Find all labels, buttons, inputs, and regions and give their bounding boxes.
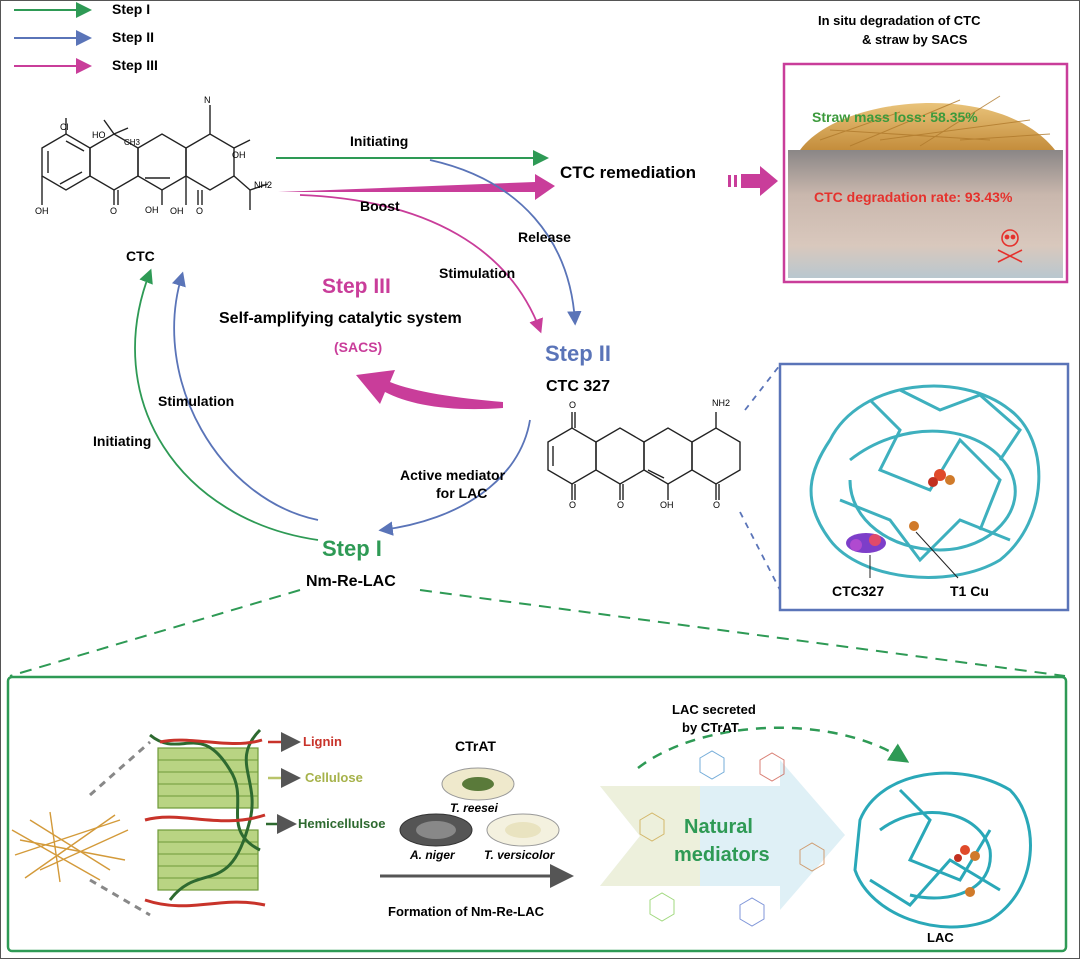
hemicellulose-label: Hemicellulsoe	[298, 816, 386, 831]
straw-mass-loss: Straw mass loss: 58.35%	[812, 109, 978, 125]
legend-step2: Step II	[112, 29, 155, 45]
ctc327-atom-o4: O	[713, 500, 721, 510]
a-niger-label: A. niger	[410, 848, 455, 862]
t-reesei-label: T. reesei	[450, 801, 498, 815]
bottom-panel-illustration	[6, 675, 1068, 953]
cellulose-label: Cellulose	[305, 770, 363, 785]
step3-description: Self-amplifying catalytic system	[219, 310, 462, 327]
ctc327-atom-nh2: NH2	[712, 398, 731, 408]
protein-structure-panel	[739, 362, 1070, 612]
release-label: Release	[518, 229, 571, 245]
ctc-remediation-label: CTC remediation	[560, 163, 697, 182]
ctc327-atom-o3: O	[617, 500, 625, 510]
step1-title: Step I	[322, 536, 382, 561]
ctc-molecule	[41, 105, 269, 210]
ctrat-label: CTrAT	[455, 738, 496, 754]
soil-panel-title-line1: In situ degradation of CTC	[818, 13, 981, 28]
ctc-atom-nh2: NH2	[254, 180, 273, 190]
lac-secreted-line2: by CTrAT	[682, 720, 739, 735]
step3-title: Step III	[322, 275, 391, 298]
lac-secreted-line1: LAC secreted	[672, 702, 756, 717]
t-versicolor-label: T. versicolor	[484, 848, 555, 862]
ctc327-atom-oh: OH	[660, 500, 674, 510]
ctc327-molecule	[547, 412, 741, 500]
skull-icon	[997, 229, 1023, 263]
step3-abbreviation: (SACS)	[334, 339, 383, 355]
stimulation-top-label: Stimulation	[439, 265, 516, 281]
initiating-top-label: Initiating	[350, 133, 409, 149]
ctc-atom-o1: O	[110, 206, 118, 216]
ctc-atom-cl: Cl	[60, 122, 69, 132]
ctc-atom-n: N	[204, 95, 211, 105]
soil-panel-title-line2: & straw by SACS	[862, 32, 968, 47]
boost-label: Boost	[360, 198, 400, 214]
ctc-atom-oh-d: OH	[170, 206, 184, 216]
lac-label: LAC	[927, 930, 954, 945]
formation-label: Formation of Nm-Re-LAC	[388, 904, 544, 919]
for-lac-label: for LAC	[436, 485, 488, 501]
stimulation-left-label: Stimulation	[158, 393, 235, 409]
legend-step1: Step I	[112, 1, 151, 17]
ctc-atom-oh-c: OH	[145, 205, 159, 215]
ctc-atom-oh-a: OH	[232, 150, 246, 160]
legend-step3: Step III	[112, 57, 158, 73]
lignin-label: Lignin	[303, 734, 342, 749]
cycle-arrows	[134, 150, 582, 541]
ctc327-protein-label: CTC327	[832, 583, 885, 599]
ctc-atom-o2: O	[196, 206, 204, 216]
t1-cu-label: T1 Cu	[950, 583, 989, 599]
ctc327-atom-o1: O	[569, 400, 577, 410]
ctc-degradation-rate: CTC degradation rate: 93.43%	[814, 189, 1013, 205]
ctc-atom-ch3: CH3	[124, 138, 141, 147]
ctc327-atom-o2: O	[569, 500, 577, 510]
natural-mediators-line2: mediators	[674, 844, 770, 866]
remediation-arrow	[728, 166, 778, 196]
zoom-guide-right	[419, 589, 1066, 677]
initiating-left-label: Initiating	[93, 433, 152, 449]
ctc327-label: CTC 327	[546, 378, 611, 395]
zoom-guide-left	[9, 589, 301, 677]
ctc-atom-ho: HO	[92, 130, 106, 140]
step2-title: Step II	[545, 341, 612, 366]
legend-arrows	[14, 2, 92, 74]
active-mediator-label: Active mediator	[400, 467, 506, 483]
ctc-label: CTC	[126, 248, 155, 264]
soil-illustration	[782, 62, 1069, 284]
natural-mediators-line1: Natural	[684, 816, 753, 838]
ctc-atom-oh-b: OH	[35, 206, 49, 216]
step1-name: Nm-Re-LAC	[306, 573, 396, 590]
